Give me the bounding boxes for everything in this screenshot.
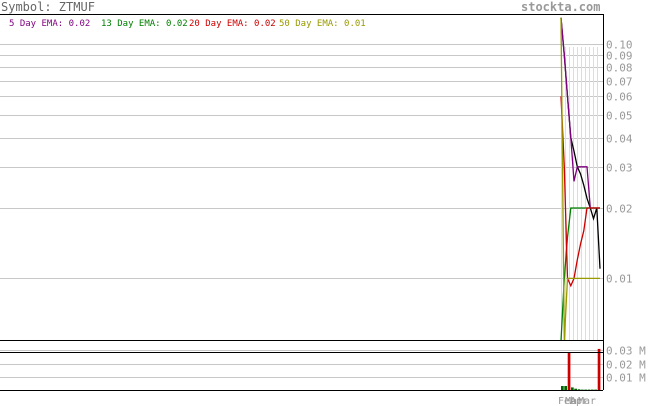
price-lines: [560, 17, 601, 342]
price-axis-ticks: 0.100.090.080.07 0.06 0.05 0.04 0.03 0.02 0.01: [606, 39, 633, 286]
series-line: [560, 96, 600, 288]
site-brand[interactable]: stockta.com: [521, 0, 601, 14]
volume-axis-ticks: 0.03 M0.02 M0.01 M: [606, 345, 646, 385]
price-tick-label: 0.07: [606, 76, 633, 89]
volume-tick-label: 0.01 M: [606, 372, 646, 385]
series-line: [560, 17, 600, 342]
volume-bar: [574, 388, 577, 390]
price-tick-label: 0.03: [606, 162, 633, 175]
price-tick-label: 0.01: [606, 273, 633, 286]
price-tick-label: 0.08: [606, 62, 633, 75]
volume-bar: [564, 386, 567, 390]
x-tick-label: Feb: [558, 396, 576, 406]
price-tick-label: 0.09: [606, 50, 633, 63]
volume-bar: [577, 389, 581, 390]
volume-tick-label: 0.02 M: [606, 359, 646, 372]
price-tick-label: 0.02: [606, 203, 633, 216]
legend-item: 5 Day EMA: 0.02: [9, 19, 91, 29]
volume-bars: [561, 348, 601, 390]
legend-item: 20 Day EMA: 0.02: [189, 19, 276, 29]
legend-item: 50 Day EMA: 0.01: [279, 19, 366, 29]
volume-bar: [571, 387, 574, 390]
x-tick-label: Mar: [565, 396, 583, 406]
price-tick-label: 0.06: [606, 91, 633, 104]
chart-frames: [0, 14, 604, 391]
volume-bar: [561, 386, 564, 390]
price-tick-label: 0.10: [606, 39, 633, 52]
price-grid: [0, 44, 603, 341]
price-tick-label: 0.05: [606, 110, 633, 123]
legend-item: 13 Day EMA: 0.02: [101, 19, 188, 29]
symbol-label: Symbol: ZTMUF: [1, 0, 95, 14]
volume-bar: [567, 352, 571, 390]
volume-tick-label: 0.03 M: [606, 345, 646, 358]
x-tick-label: Mar: [578, 396, 596, 406]
price-tick-label: 0.04: [606, 133, 633, 146]
series-line: [560, 17, 600, 209]
volume-grid: [0, 350, 603, 378]
volume-bar: [597, 348, 601, 390]
x-tick-label: Apr: [570, 396, 588, 406]
